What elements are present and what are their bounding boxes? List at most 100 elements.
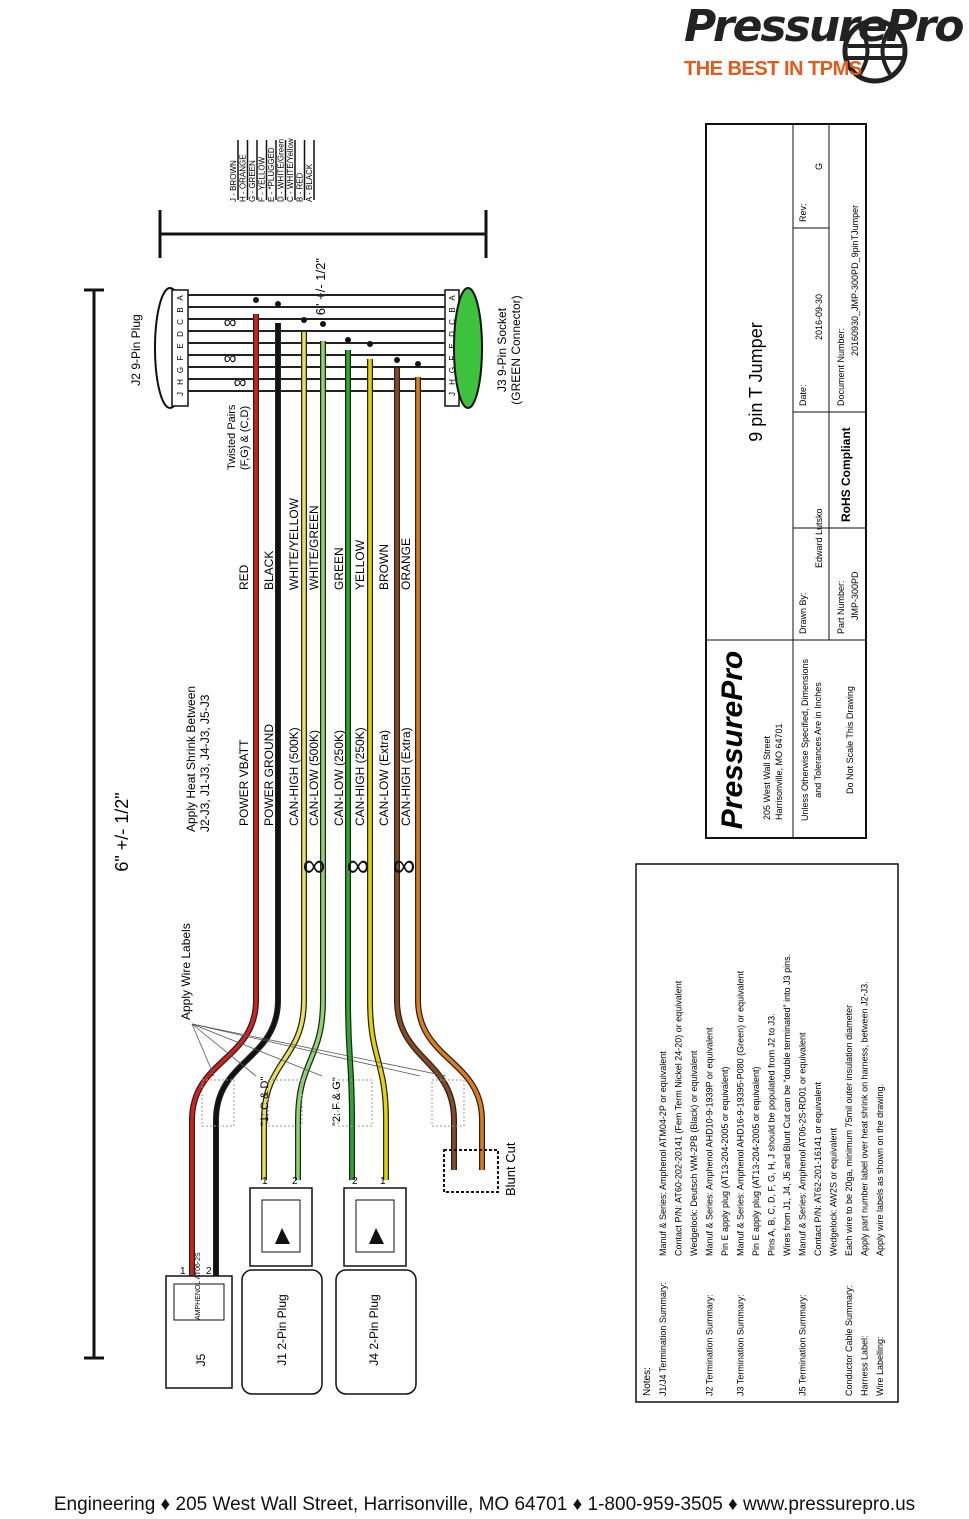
branch-wire: [395, 368, 456, 1170]
svg-text:2: 2: [292, 1176, 298, 1187]
wire-function-label: CAN-HIGH (Extra): [399, 727, 413, 826]
notes-row-text: Manuf & Series: Amphenol AT06-2S-RD01 or…: [798, 1032, 808, 1256]
notes-row-text: Apply wire labels as shown on the drawin…: [875, 1084, 885, 1256]
globe-icon: [842, 18, 908, 84]
wire-color-label: BLACK: [262, 551, 276, 590]
j5-part: AMPHENOL AT06-2S: [195, 1252, 202, 1320]
pin-legend-item: G - GREEN: [248, 160, 257, 202]
j2-pin-letter: D: [176, 331, 185, 337]
notes-row-text: Wedgelock: AW2S or equivalent: [829, 1127, 839, 1256]
wire-function-label: POWER VBATT: [237, 739, 251, 826]
branch-wire: [262, 332, 306, 1180]
notes-row-label: Conductor Cable Summary:: [844, 1285, 854, 1396]
j3-pin-letter: A: [448, 295, 457, 301]
j2-pin-letter: B: [176, 307, 185, 312]
notes-row-label: J5 Termination Summary:: [798, 1294, 808, 1396]
pin-legend-item: D - WHITE/Green: [277, 139, 286, 202]
j3-connector: J3 9-Pin Socket (GREEN Connector): [444, 287, 523, 409]
tb-rev: G: [814, 163, 824, 170]
pin-legend-item: B - RED: [296, 172, 305, 202]
tb-address-line1: 205 West Wall Street: [762, 735, 772, 820]
blunt-cut: Blunt Cut: [443, 1142, 518, 1196]
tb-date: 2016-09-30: [814, 294, 824, 340]
j3-pin-letter: G: [448, 367, 457, 373]
wire-color-label: YELLOW: [353, 539, 367, 590]
notes-row-label: J3 Termination Summary:: [736, 1294, 746, 1396]
trunk-wires: [188, 294, 445, 392]
branch-wire: [368, 359, 388, 1180]
heat-shrink-line2: J2-J3, J1-J3, J4-J3, J5-J3: [198, 694, 212, 832]
tb-date-label: Date:: [798, 384, 808, 406]
j1-connector: J1 2-Pin Plug 1 2: [241, 1176, 323, 1395]
overall-dimension-label: 6" +/- 1/2": [112, 792, 132, 871]
notes-row-text: Manuf & Series: Amphenol ATM04-2P or equ…: [658, 1051, 668, 1256]
notes-row-text: Contact P/N: AT60-202-20141 (Fem Term Ni…: [674, 980, 684, 1256]
overall-dimension: 6" +/- 1/2": [84, 288, 132, 1360]
twisted-pairs-line2: (F,G) & (C,D): [239, 406, 251, 470]
svg-text:1: 1: [180, 1266, 186, 1277]
tb-note-line3: Do Not Scale This Drawing: [845, 686, 855, 794]
j3-pin-letter: H: [448, 379, 457, 385]
tb-part-number-label: Part Number:: [836, 580, 846, 634]
wire-color-label: WHITE/GREEN: [307, 505, 321, 590]
notes-row-text: Each wire to be 20ga, minimum 75mil oute…: [844, 1005, 854, 1256]
wire-function-label: CAN-LOW (Extra): [377, 730, 391, 826]
branch-wire: [190, 314, 258, 1280]
heat-shrink-line1: Apply Heat Shrink Between: [184, 686, 198, 832]
wire-label-boxes: [201, 1079, 465, 1127]
j3-pin-letter: F: [448, 355, 457, 360]
wire-function-label: POWER GROUND: [262, 724, 276, 826]
branch-dimension-label: 6" +/- 1/2": [313, 258, 328, 316]
label-fg: "2: F & G": [331, 1077, 343, 1126]
label-callout-lines: [191, 1023, 447, 1077]
svg-text:1: 1: [262, 1176, 268, 1187]
svg-text:∞: ∞: [347, 847, 370, 883]
branch-twist-marks: ∞ ∞ ∞: [303, 847, 416, 883]
notes-row-label: J1/J4 Termination Summary:: [658, 1282, 668, 1396]
pin-legend-item: E - *PLUGGED: [267, 147, 276, 202]
notes-row-text: Wedgelock: Deutsch WM-2PB (Black) or equ…: [689, 1050, 699, 1256]
notes-row-text: Pin E apply plug (AT13-204-2005 or equiv…: [720, 1067, 730, 1256]
j3-pin-letter: E: [448, 343, 457, 348]
j1-label: J1 2-Pin Plug: [275, 1294, 289, 1365]
wire-function-label: CAN-LOW (500K): [307, 730, 321, 826]
tb-rohs: RoHS Compliant: [839, 427, 853, 522]
logo-tagline: THE BEST IN TPMS: [684, 58, 862, 80]
svg-text:∞: ∞: [224, 312, 237, 332]
j2-pin-letter: A: [176, 295, 185, 301]
tb-note-line2: and Tolerances Are in Inches: [813, 682, 823, 798]
branch-dimension: 6" +/- 1/2": [158, 210, 488, 316]
tb-rev-label: Rev:: [798, 203, 808, 222]
branch-wire: [416, 377, 484, 1170]
notes-row-label: J2 Termination Summary:: [705, 1294, 715, 1396]
j5-label: J5: [194, 1353, 208, 1366]
twisted-pairs-line1: Twisted Pairs: [226, 404, 238, 470]
j3-pin-letter: J: [448, 392, 457, 396]
j3-label-line2: (GREEN Connector): [509, 295, 523, 404]
twisted-pair-marks: ∞ ∞ ∞: [224, 312, 247, 392]
blunt-cut-label: Blunt Cut: [503, 1142, 518, 1196]
svg-text:∞: ∞: [224, 348, 237, 368]
j2-connector: J2 9-Pin Plug: [129, 287, 189, 409]
j3-label-line1: J3 9-Pin Socket: [495, 307, 509, 392]
notes-row-text: Apply part number label over heat shrink…: [860, 981, 870, 1256]
branch-wires: [189, 297, 485, 1280]
pin-legend-item: J - BROWN: [229, 160, 238, 202]
wire-color-label: BROWN: [377, 544, 391, 590]
tb-doc-number-label: Document Number:: [836, 328, 846, 406]
wire-color-label: RED: [237, 564, 251, 590]
wire-function-label: CAN-LOW (250K): [332, 730, 346, 826]
svg-text:2: 2: [206, 1266, 212, 1277]
notes-row-text: Manuf & Series: Amphenol AHD10-9-1939P o…: [705, 1027, 715, 1256]
notes-row-text: Manuf & Series: Amphenol AHD16-9-19395-P…: [736, 970, 746, 1256]
footer-contact: Engineering ♦ 205 West Wall Street, Harr…: [53, 1494, 916, 1515]
pressurepro-logo: PressurePro THE BEST IN TPMS: [680, 2, 968, 102]
notes-row-text: Pins A, B, C, D, F, G, H, J should be po…: [767, 1013, 777, 1256]
pin-legend-item: F - YELLOW: [258, 156, 267, 202]
pin-legend-item: A - BLACK: [305, 163, 314, 202]
tb-title: 9 pin T Jumper: [746, 322, 766, 441]
wire-labels: POWER VBATT RED POWER GROUND BLACK CAN-HIGH …: [237, 497, 413, 826]
